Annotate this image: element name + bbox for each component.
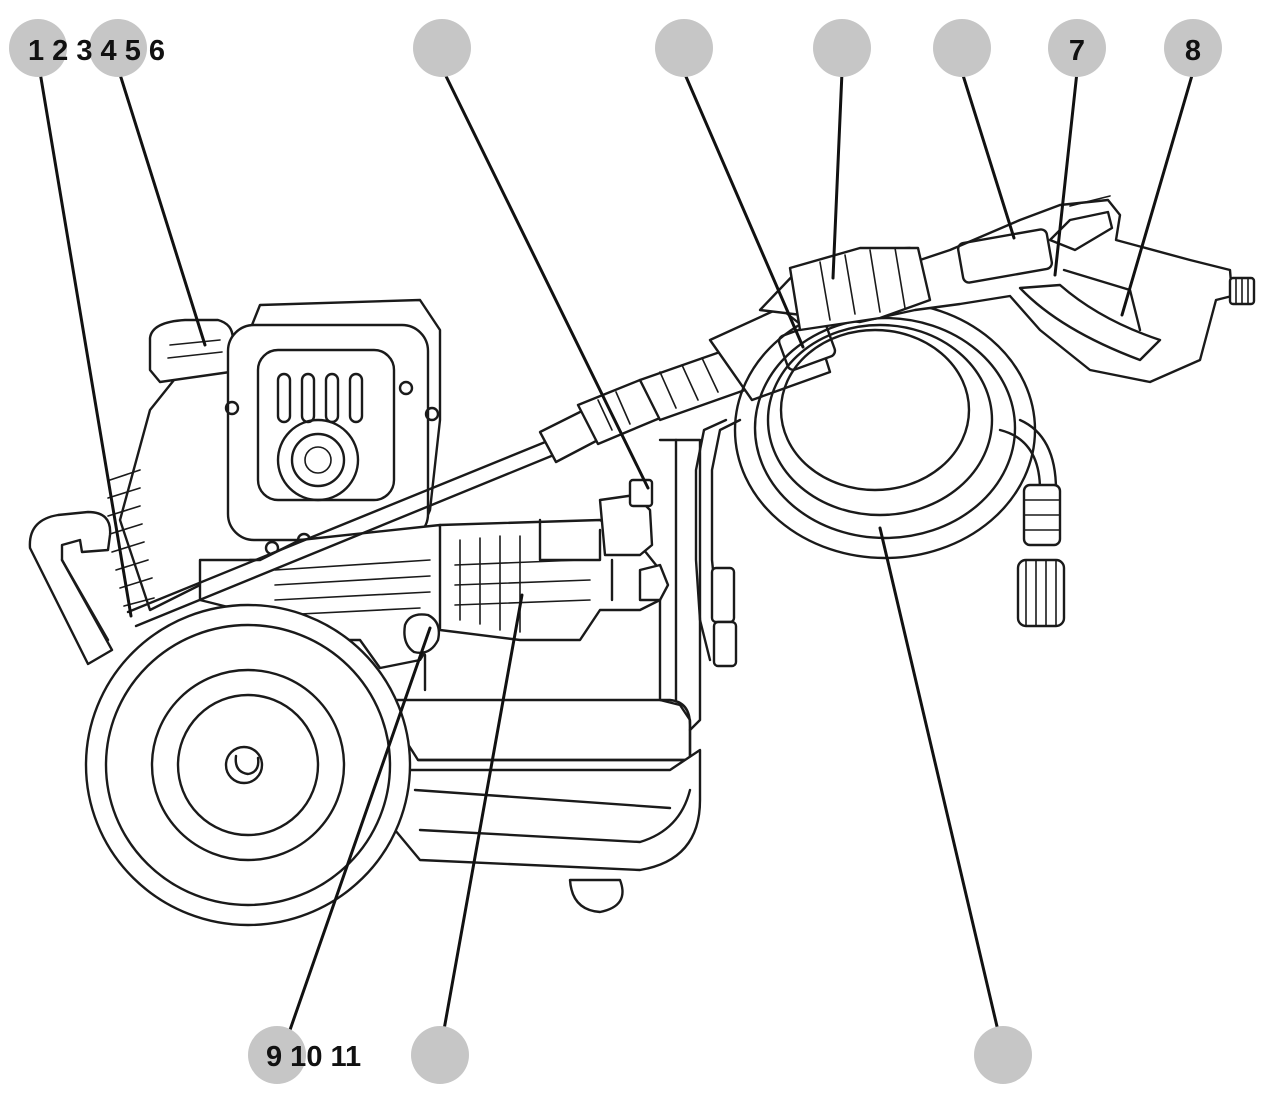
- wheel: [84, 603, 412, 927]
- callout-marker-unlabeled: [655, 19, 713, 77]
- callout-marker-4: [89, 19, 147, 77]
- callout-marker-unlabeled: [933, 19, 991, 77]
- callout-marker-1: [9, 19, 67, 77]
- callout-marker-8: [1164, 19, 1222, 77]
- frame-handle: [28, 510, 114, 666]
- callout-label-1-6: 1 2 3 4 5 6: [28, 35, 165, 67]
- callout-label-7: 7: [1069, 35, 1085, 67]
- base-frame: [378, 438, 702, 914]
- engine: [107, 298, 447, 692]
- callout-marker-unlabeled: [813, 19, 871, 77]
- pump: [438, 478, 670, 642]
- callout-marker-7: [1048, 19, 1106, 77]
- callout-marker-unlabeled: [411, 1026, 469, 1084]
- leader-lines: [38, 66, 1195, 1054]
- spray-gun: [758, 195, 1256, 384]
- callout-marker-9: [248, 1026, 306, 1084]
- callout-labels: 1 2 3 4 5 6 7 8 9 10 11: [28, 35, 1201, 1073]
- callout-marker-unlabeled: [974, 1026, 1032, 1084]
- callout-markers: [9, 19, 1222, 1084]
- callout-marker-unlabeled: [413, 19, 471, 77]
- callout-label-9-11: 9 10 11: [266, 1041, 361, 1073]
- callout-label-8: 8: [1185, 35, 1201, 67]
